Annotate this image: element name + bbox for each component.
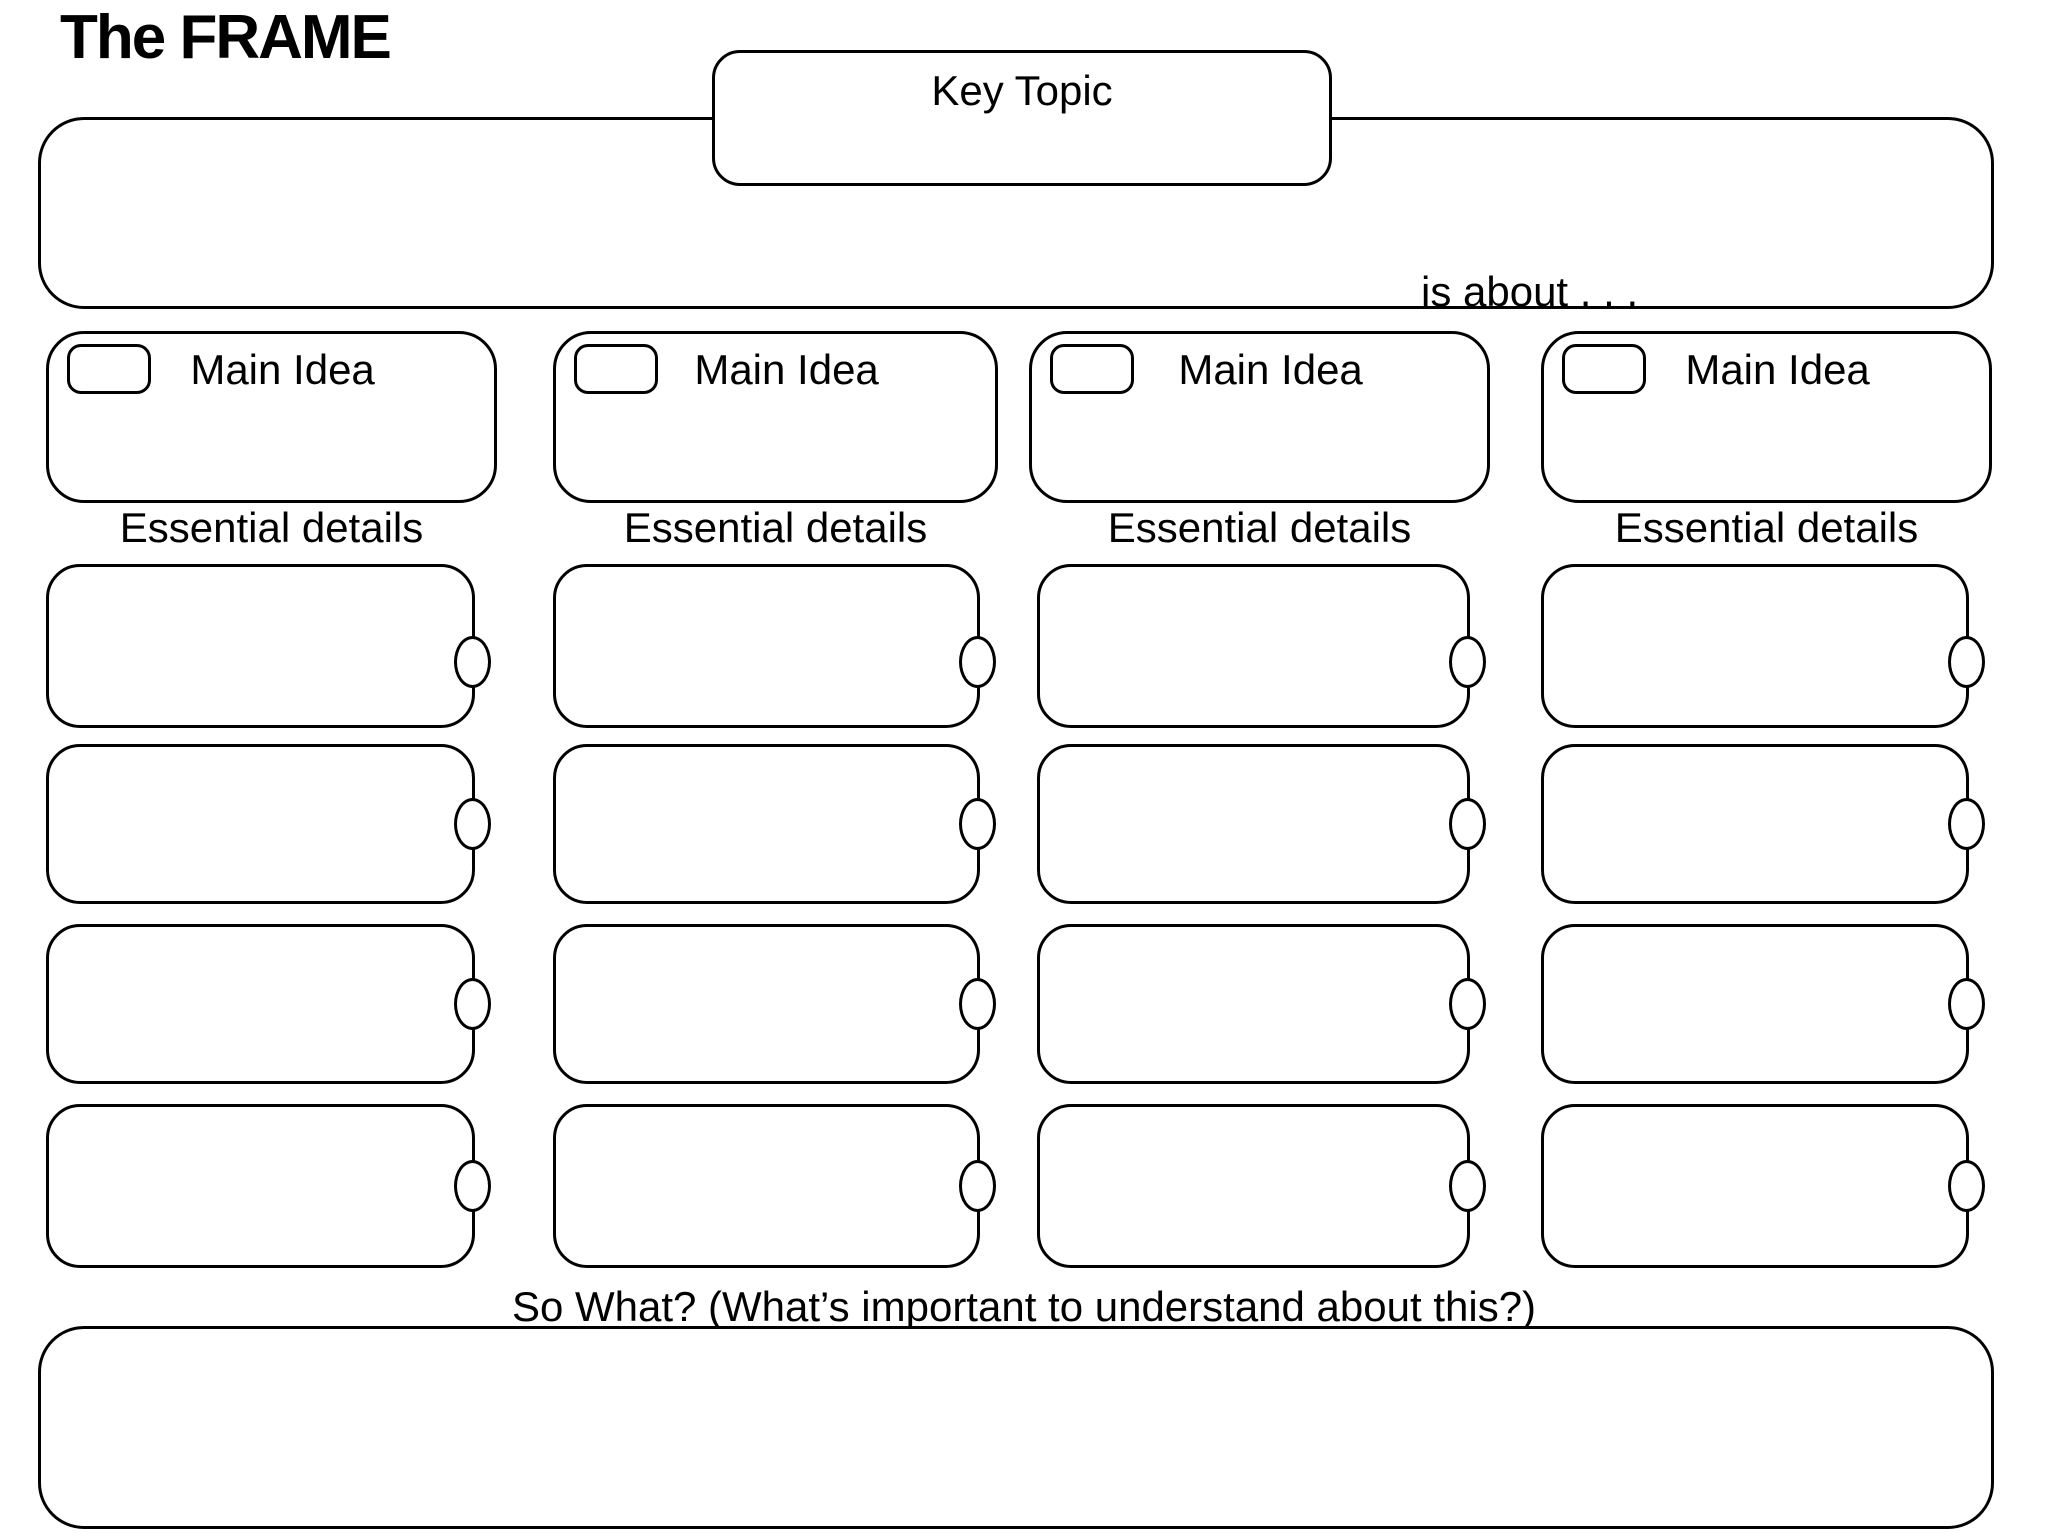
main-idea-checkbox-4[interactable]	[1562, 344, 1646, 394]
oval-connector	[1948, 978, 1985, 1030]
detail-box-col1-row1[interactable]	[46, 564, 475, 728]
essential-details-label-4: Essential details	[1614, 504, 1919, 551]
detail-box-col3-row2[interactable]	[1037, 744, 1470, 904]
oval-connector	[1449, 1160, 1486, 1212]
oval-connector	[1948, 636, 1985, 688]
page-title: The FRAME	[60, 3, 392, 72]
main-idea-input-area[interactable]	[1056, 406, 1463, 486]
detail-box-col4-row1[interactable]	[1541, 564, 1969, 728]
detail-box-col3-row3[interactable]	[1037, 924, 1470, 1084]
detail-box-col3-row1[interactable]	[1037, 564, 1470, 728]
detail-box-col1-row4[interactable]	[46, 1104, 475, 1268]
main-idea-box-2[interactable]: Main Idea	[553, 331, 998, 503]
detail-box-col3-row4[interactable]	[1037, 1104, 1470, 1268]
oval-connector	[959, 798, 996, 850]
essential-details-label-2: Essential details	[623, 504, 928, 551]
main-idea-input-area[interactable]	[73, 406, 470, 486]
main-idea-label: Main Idea	[1685, 346, 1870, 393]
essential-details-label-3: Essential details	[1107, 504, 1412, 551]
main-idea-label: Main Idea	[1178, 346, 1363, 393]
detail-box-col2-row4[interactable]	[553, 1104, 980, 1268]
oval-connector	[1948, 1160, 1985, 1212]
detail-box-col4-row4[interactable]	[1541, 1104, 1969, 1268]
key-topic-label: Key Topic	[931, 67, 1113, 114]
main-idea-input-area[interactable]	[580, 406, 971, 486]
main-idea-box-1[interactable]: Main Idea	[46, 331, 497, 503]
detail-box-col1-row2[interactable]	[46, 744, 475, 904]
key-topic-box[interactable]: Key Topic	[712, 50, 1332, 186]
main-idea-input-area[interactable]	[1568, 406, 1965, 486]
oval-connector	[1449, 978, 1486, 1030]
detail-box-col4-row3[interactable]	[1541, 924, 1969, 1084]
oval-connector	[454, 1160, 491, 1212]
main-idea-checkbox-2[interactable]	[574, 344, 658, 394]
detail-box-col4-row2[interactable]	[1541, 744, 1969, 904]
oval-connector	[1948, 798, 1985, 850]
main-idea-checkbox-1[interactable]	[67, 344, 151, 394]
so-what-label: So What? (What’s important to understand…	[511, 1283, 1537, 1330]
essential-details-label-1: Essential details	[119, 504, 424, 551]
main-idea-box-3[interactable]: Main Idea	[1029, 331, 1490, 503]
oval-connector	[959, 978, 996, 1030]
main-idea-box-4[interactable]: Main Idea	[1541, 331, 1992, 503]
oval-connector	[1449, 636, 1486, 688]
detail-box-col2-row1[interactable]	[553, 564, 980, 728]
so-what-box[interactable]	[38, 1326, 1994, 1529]
oval-connector	[959, 1160, 996, 1212]
main-idea-label: Main Idea	[190, 346, 375, 393]
oval-connector	[1449, 798, 1486, 850]
oval-connector	[454, 798, 491, 850]
oval-connector	[454, 978, 491, 1030]
oval-connector	[959, 636, 996, 688]
main-idea-checkbox-3[interactable]	[1050, 344, 1134, 394]
detail-box-col1-row3[interactable]	[46, 924, 475, 1084]
detail-box-col2-row2[interactable]	[553, 744, 980, 904]
key-topic-input-area[interactable]	[715, 115, 1329, 175]
detail-box-col2-row3[interactable]	[553, 924, 980, 1084]
is-about-label: is about . . .	[1421, 268, 1639, 315]
main-idea-label: Main Idea	[694, 346, 879, 393]
oval-connector	[454, 636, 491, 688]
